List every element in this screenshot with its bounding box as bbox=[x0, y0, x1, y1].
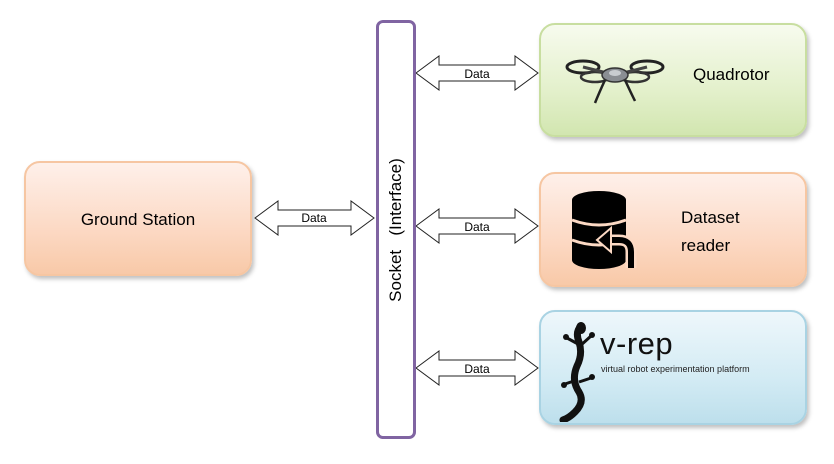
dataset-label-line2: reader bbox=[681, 236, 731, 255]
vrep-node: v-rep virtual robot experimentation plat… bbox=[539, 310, 807, 425]
data-label-quadrotor: Data bbox=[464, 67, 490, 81]
ground-station-label: Ground Station bbox=[80, 210, 196, 229]
vrep-logo-text: v-rep bbox=[600, 326, 674, 361]
gecko-logo-icon bbox=[559, 322, 595, 422]
data-arrow-vrep: Data bbox=[415, 350, 539, 386]
dataset-reader-node: Dataset reader bbox=[539, 172, 807, 287]
vrep-tagline: virtual robot experimentation platform bbox=[601, 364, 750, 374]
data-label-ground: Data bbox=[301, 211, 327, 225]
quadrotor-node: Quadrotor bbox=[539, 23, 807, 137]
data-arrow-dataset: Data bbox=[415, 208, 539, 244]
data-arrow-quadrotor: Data bbox=[415, 55, 539, 91]
data-label-dataset: Data bbox=[464, 220, 490, 234]
dataset-label-line1: Dataset bbox=[681, 208, 740, 227]
data-arrow-ground: Data bbox=[254, 200, 375, 236]
socket-interface-bar: Socket (Interface) bbox=[376, 20, 416, 439]
data-label-vrep: Data bbox=[464, 362, 490, 376]
quadrotor-label: Quadrotor bbox=[693, 65, 770, 84]
database-icon bbox=[571, 191, 637, 269]
drone-icon bbox=[565, 59, 665, 104]
dataset-reader-label: Dataset reader bbox=[681, 204, 740, 260]
socket-label: Socket (Interface) bbox=[386, 157, 405, 302]
ground-station-node: Ground Station bbox=[24, 161, 252, 276]
